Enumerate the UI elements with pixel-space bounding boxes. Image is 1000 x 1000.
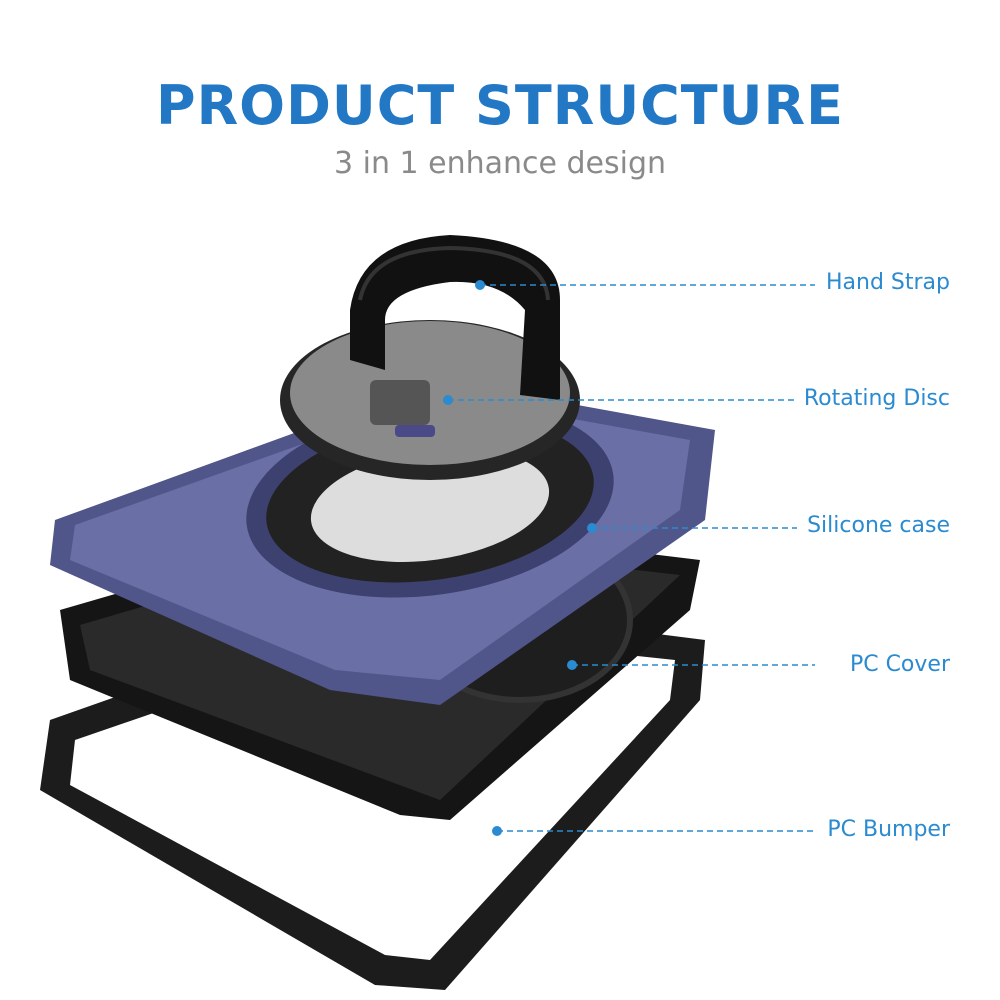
callout-hand-strap: Hand Strap [825, 270, 950, 295]
callout-silicone-case: Silicone case [807, 513, 950, 538]
silicone-case-dot [587, 523, 597, 533]
page-subtitle: 3 in 1 enhance design [333, 146, 667, 181]
page-title: PRODUCT STRUCTURE [156, 74, 844, 137]
hand-strap [350, 235, 560, 400]
pc-cover-dot [567, 660, 577, 670]
pc-bumper-dot [492, 826, 502, 836]
callout-lines [448, 284, 815, 832]
callout-rotating-disc: Rotating Disc [803, 386, 950, 411]
callout-pc-bumper: PC Bumper [827, 817, 950, 842]
rotating-disc-dot [443, 395, 453, 405]
hand-strap-dot [475, 280, 485, 290]
callout-pc-cover: PC Cover [849, 652, 950, 677]
